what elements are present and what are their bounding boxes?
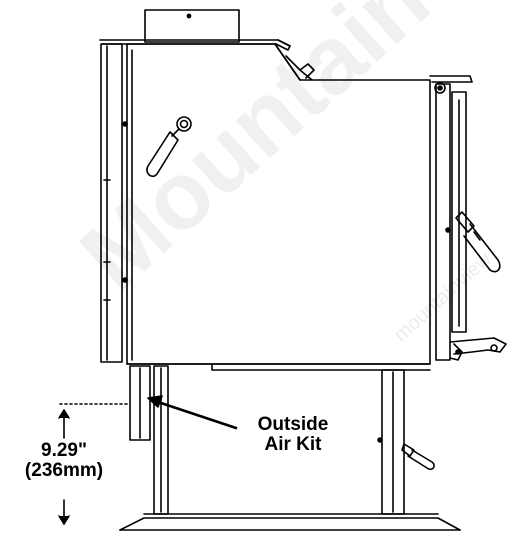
pedestal-lever xyxy=(401,443,435,471)
air-kit-line1: Outside xyxy=(257,414,329,435)
rear-heat-shield xyxy=(100,43,128,363)
dimension-line xyxy=(58,403,129,525)
flue-collar xyxy=(144,9,240,43)
air-control-handle xyxy=(146,116,192,178)
ash-lip-latch xyxy=(449,337,507,361)
door-handle xyxy=(455,211,501,273)
firebox-body xyxy=(126,43,431,365)
outside-air-kit-duct xyxy=(129,365,151,441)
base-plate xyxy=(119,513,461,531)
front-door xyxy=(435,83,467,361)
door-hinge-top xyxy=(285,55,473,94)
air-kit-leader-arrow xyxy=(147,395,238,430)
base-apron xyxy=(126,363,431,371)
dimension-label: 9.29" (236mm) xyxy=(4,441,124,481)
dimension-metric: (236mm) xyxy=(24,459,104,481)
dimension-imperial: 9.29" xyxy=(41,440,87,461)
air-kit-callout: Outside Air Kit xyxy=(238,415,348,455)
air-kit-line2: Air Kit xyxy=(264,433,322,455)
